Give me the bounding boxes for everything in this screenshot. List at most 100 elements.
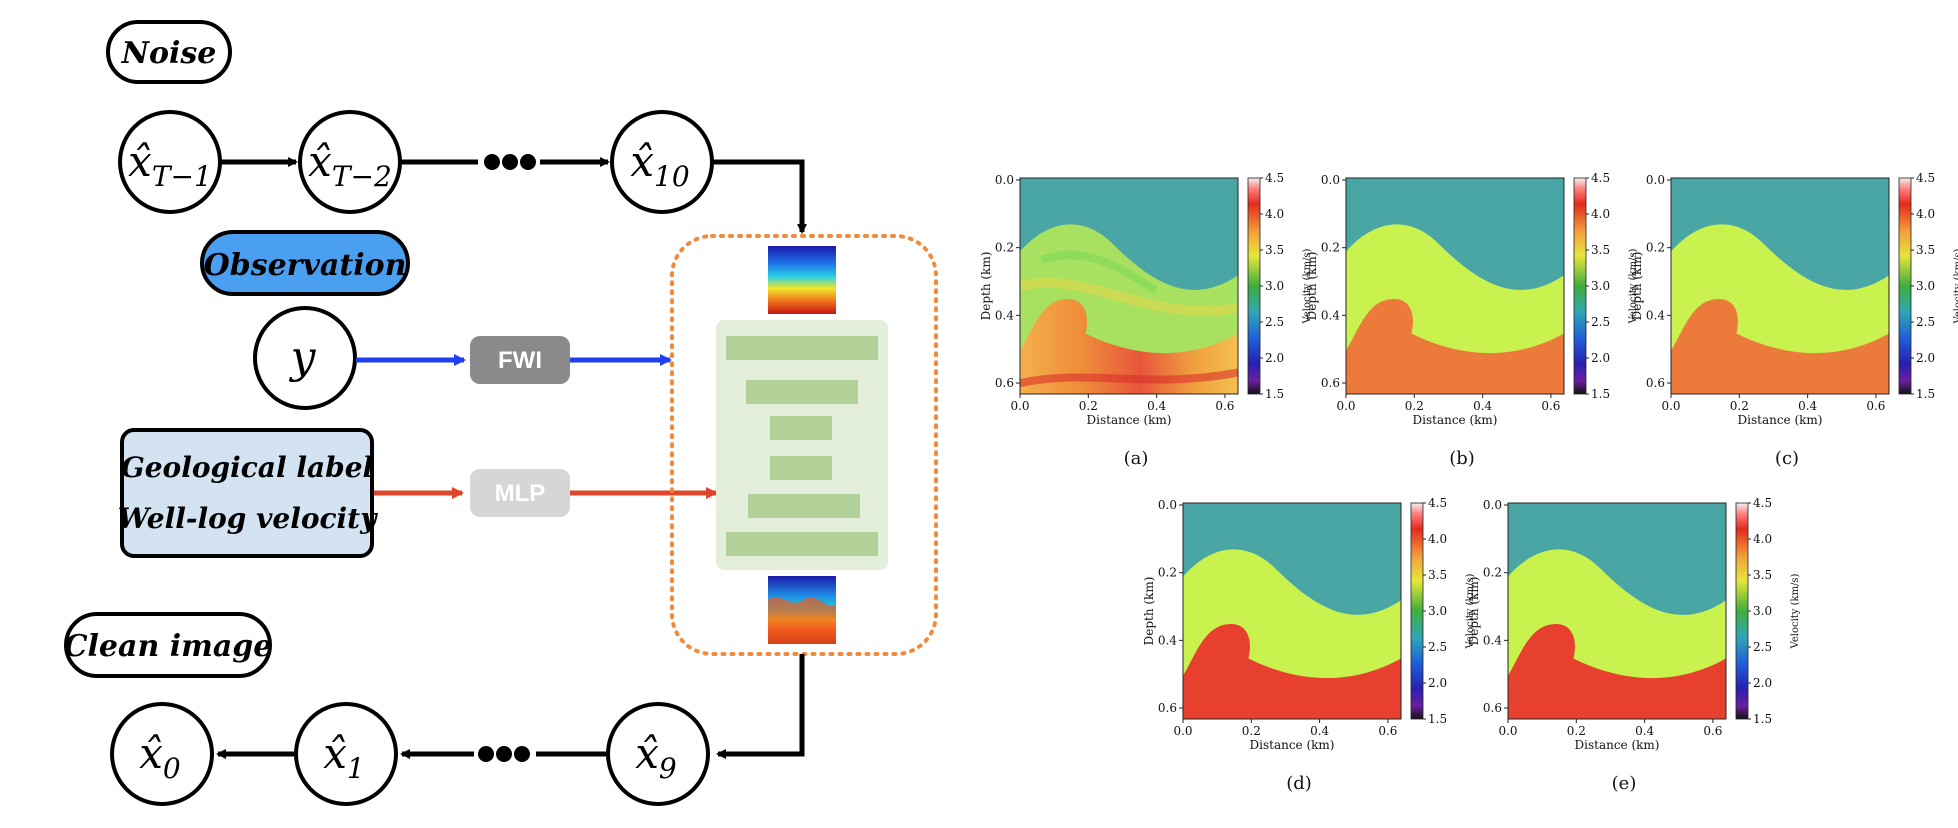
x-tick-label: 0.6: [1541, 399, 1560, 413]
x-tick-label: 0.6: [1378, 724, 1397, 738]
x-tick-label: 0.2: [1405, 399, 1424, 413]
ellipsis-top: [484, 154, 536, 170]
node-x-9: x̂9: [606, 702, 710, 806]
panel-noise-streak: [1018, 277, 1239, 316]
panel-caption: (b): [1449, 448, 1475, 469]
colorbar-label: Velocity (km/s): [1790, 573, 1801, 649]
panel-caption: (c): [1775, 448, 1799, 469]
colorbar-tick-label: 3.0: [1265, 279, 1284, 293]
colorbar-tick-label: 2.0: [1916, 351, 1935, 365]
y-tick-label: 0.6: [1158, 701, 1177, 715]
colorbar: [1898, 177, 1912, 395]
x-axis-label: Distance (km): [1250, 738, 1335, 752]
svg-text:y: y: [289, 332, 317, 383]
y-tick-label: 0.4: [1321, 308, 1340, 322]
x-tick-label: 0.0: [1498, 724, 1517, 738]
fwi-box: FWI: [470, 336, 570, 384]
y-tick-label: 0.4: [995, 308, 1014, 322]
colorbar: [1735, 502, 1749, 720]
svg-text:x̂10: x̂10: [630, 137, 689, 193]
y-tick-label: 0.4: [1483, 633, 1502, 647]
y-tick-label: 0.6: [995, 376, 1014, 390]
y-axis-label: Depth (km): [979, 252, 993, 321]
colorbar-tick-label: 2.0: [1265, 351, 1284, 365]
colorbar-tick-label: 4.5: [1591, 171, 1610, 185]
y-axis-label: Depth (km): [1305, 252, 1319, 321]
node-x-1: x̂1: [294, 702, 398, 806]
svg-text:x̂T−2: x̂T−2: [308, 137, 392, 193]
x-tick-label: 0.0: [1010, 399, 1029, 413]
x-tick-label: 0.4: [1635, 724, 1654, 738]
x-tick-label: 0.4: [1473, 399, 1492, 413]
y-tick-label: 0.2: [1646, 241, 1665, 255]
node-x-t-minus-1: x̂T−1: [118, 110, 222, 214]
colorbar-tick-label: 1.5: [1428, 712, 1447, 726]
mlp-box: MLP: [470, 469, 570, 517]
y-tick-label: 0.0: [1158, 498, 1177, 512]
colorbar-tick-label: 4.5: [1428, 496, 1447, 510]
node-x-t-minus-2: x̂T−2: [298, 110, 402, 214]
colorbar-tick-label: 2.5: [1265, 315, 1284, 329]
x-tick-label: 0.6: [1215, 399, 1234, 413]
colorbar-tick-label: 2.5: [1591, 315, 1610, 329]
colorbar-label: Velocity (km/s): [1953, 248, 1958, 324]
x-tick-label: 0.0: [1336, 399, 1355, 413]
ellipsis-bottom: [478, 746, 530, 762]
y-tick-label: 0.4: [1158, 633, 1177, 647]
x-axis-label: Distance (km): [1087, 413, 1172, 427]
x-tick-label: 0.6: [1703, 724, 1722, 738]
network-input-thumbnail: [768, 246, 836, 314]
node-y: y: [253, 306, 357, 410]
x-axis-label: Distance (km): [1738, 413, 1823, 427]
arrow-out-of-network: [716, 654, 805, 759]
x-axis-label: Distance (km): [1413, 413, 1498, 427]
y-tick-label: 0.0: [1321, 173, 1340, 187]
svg-text:Clean image: Clean image: [64, 629, 273, 664]
colorbar-tick-label: 2.5: [1428, 640, 1447, 654]
colorbar-tick-label: 3.0: [1753, 604, 1772, 618]
colorbar-tick-label: 4.5: [1265, 171, 1284, 185]
x-tick-label: 0.2: [1242, 724, 1261, 738]
panel-bottom-layer: [1183, 623, 1401, 719]
colorbar-tick-label: 1.5: [1753, 712, 1772, 726]
svg-text:x̂0: x̂0: [139, 729, 181, 785]
y-tick-label: 0.2: [1321, 241, 1340, 255]
x-tick-label: 0.6: [1866, 399, 1885, 413]
colorbar-tick-label: 3.0: [1591, 279, 1610, 293]
colorbar-label: Velocity (km/s): [1465, 573, 1476, 649]
y-tick-label: 0.4: [1646, 308, 1665, 322]
x-tick-label: 0.4: [1798, 399, 1817, 413]
colorbar-tick-label: 3.5: [1265, 243, 1284, 257]
svg-text:x̂T−1: x̂T−1: [128, 137, 212, 193]
y-tick-label: 0.2: [1483, 566, 1502, 580]
node-x-0: x̂0: [110, 702, 214, 806]
x-axis-label: Distance (km): [1575, 738, 1660, 752]
colorbar-tick-label: 1.5: [1916, 387, 1935, 401]
colorbar-tick-label: 2.0: [1753, 676, 1772, 690]
panel-frame: [1182, 502, 1402, 720]
colorbar-tick-label: 4.0: [1753, 532, 1772, 546]
node-x-10: x̂10: [610, 110, 714, 214]
colorbar-tick-label: 2.0: [1428, 676, 1447, 690]
colorbar-tick-label: 4.0: [1916, 207, 1935, 221]
panel-frame: [1345, 177, 1565, 395]
colorbar-tick-label: 3.0: [1428, 604, 1447, 618]
colorbar-tick-label: 3.5: [1428, 568, 1447, 582]
y-axis-label: Depth (km): [1467, 577, 1481, 646]
y-tick-label: 0.0: [1646, 173, 1665, 187]
colorbar: [1410, 502, 1424, 720]
panel-frame: [1670, 177, 1890, 395]
colorbar-tick-label: 3.5: [1753, 568, 1772, 582]
y-tick-label: 0.0: [1483, 498, 1502, 512]
colorbar-tick-label: 4.5: [1753, 496, 1772, 510]
x-tick-label: 0.2: [1567, 724, 1586, 738]
svg-text:x̂1: x̂1: [323, 729, 365, 785]
colorbar-label: Velocity (km/s): [1302, 248, 1313, 324]
colorbar-tick-label: 2.5: [1916, 315, 1935, 329]
panel-caption: (d): [1286, 773, 1312, 794]
